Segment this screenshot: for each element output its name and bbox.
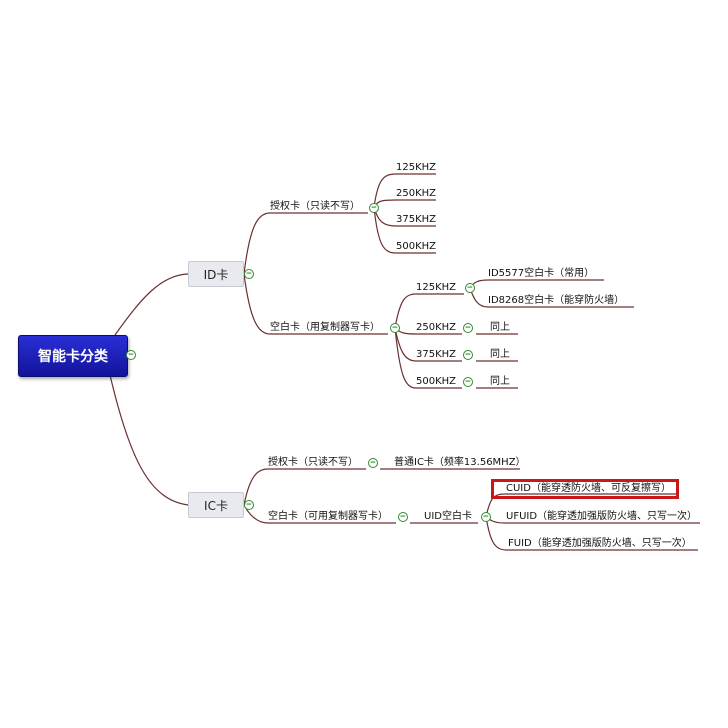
collapse-icon[interactable] xyxy=(463,377,473,387)
ic-uid-sub-cuid[interactable]: CUID（能穿透防火墙、可反复擦写） xyxy=(506,483,671,494)
collapse-icon[interactable] xyxy=(390,323,400,333)
link-blank-125 xyxy=(394,293,464,329)
cuid-highlight-box xyxy=(491,479,679,499)
link-auth-125 xyxy=(373,173,436,208)
collapse-icon[interactable] xyxy=(244,269,254,279)
id-card-node[interactable]: ID卡 xyxy=(188,261,244,287)
link-id-blank xyxy=(243,273,388,335)
id-blank-freq[interactable]: 375KHZ xyxy=(416,349,457,360)
link-id-auth xyxy=(243,212,368,275)
id-blank-freq[interactable]: 250KHZ xyxy=(416,322,457,333)
id-blank-freq[interactable]: 500KHZ xyxy=(416,376,457,387)
id-blank-125-sub[interactable]: ID8268空白卡（能穿防火墙） xyxy=(488,295,625,306)
id-auth-freq[interactable]: 500KHZ xyxy=(396,241,437,252)
link-root-id xyxy=(114,273,189,336)
link-auth-500 xyxy=(373,206,436,254)
id-blank-freq-value[interactable]: 同上 xyxy=(490,322,510,333)
ic-card-node[interactable]: IC卡 xyxy=(188,492,244,518)
id-blank-card-label[interactable]: 空白卡（用复制器写卡） xyxy=(270,322,380,333)
link-ic-auth xyxy=(243,468,366,506)
collapse-icon[interactable] xyxy=(463,323,473,333)
collapse-icon[interactable] xyxy=(398,512,408,522)
link-blank-500 xyxy=(394,327,462,389)
ic-blank-card-label[interactable]: 空白卡（可用复制器写卡） xyxy=(268,511,388,522)
collapse-icon[interactable] xyxy=(244,500,254,510)
root-node[interactable]: 智能卡分类 xyxy=(18,335,128,377)
link-125-5577 xyxy=(469,279,604,289)
link-auth-250 xyxy=(373,199,436,208)
collapse-icon[interactable] xyxy=(369,203,379,213)
collapse-icon[interactable] xyxy=(368,458,378,468)
link-uid-fuid xyxy=(485,516,698,551)
ic-uid-sub-ufuid[interactable]: UFUID（能穿透加强版防火墙、只写一次） xyxy=(506,511,698,522)
id-auth-freq[interactable]: 250KHZ xyxy=(396,188,437,199)
id-blank-freq-value[interactable]: 同上 xyxy=(490,376,510,387)
id-blank-freq-value[interactable]: 同上 xyxy=(490,349,510,360)
id-auth-freq[interactable]: 375KHZ xyxy=(396,214,437,225)
link-blank-375 xyxy=(394,327,462,362)
id-auth-card-label[interactable]: 授权卡（只读不写） xyxy=(270,201,360,212)
ic-auth-card-label[interactable]: 授权卡（只读不写） xyxy=(268,457,358,468)
link-root-ic xyxy=(109,374,189,506)
collapse-icon[interactable] xyxy=(463,350,473,360)
collapse-icon[interactable] xyxy=(481,512,491,522)
collapse-icon[interactable] xyxy=(126,350,136,360)
collapse-icon[interactable] xyxy=(465,283,475,293)
ic-card-label: IC卡 xyxy=(204,498,228,513)
id-card-label: ID卡 xyxy=(203,267,229,282)
ic-auth-card-value[interactable]: 普通IC卡（频率13.56MHZ） xyxy=(394,457,526,468)
id-auth-freq[interactable]: 125KHZ xyxy=(396,162,437,173)
root-label: 智能卡分类 xyxy=(38,349,108,365)
id-blank-125-sub[interactable]: ID5577空白卡（常用） xyxy=(488,268,595,279)
ic-uid-sub-fuid[interactable]: FUID（能穿透加强版防火墙、只写一次） xyxy=(508,538,692,549)
id-blank-freq-125[interactable]: 125KHZ xyxy=(416,282,457,293)
ic-uid-blank-card[interactable]: UID空白卡 xyxy=(424,511,472,522)
